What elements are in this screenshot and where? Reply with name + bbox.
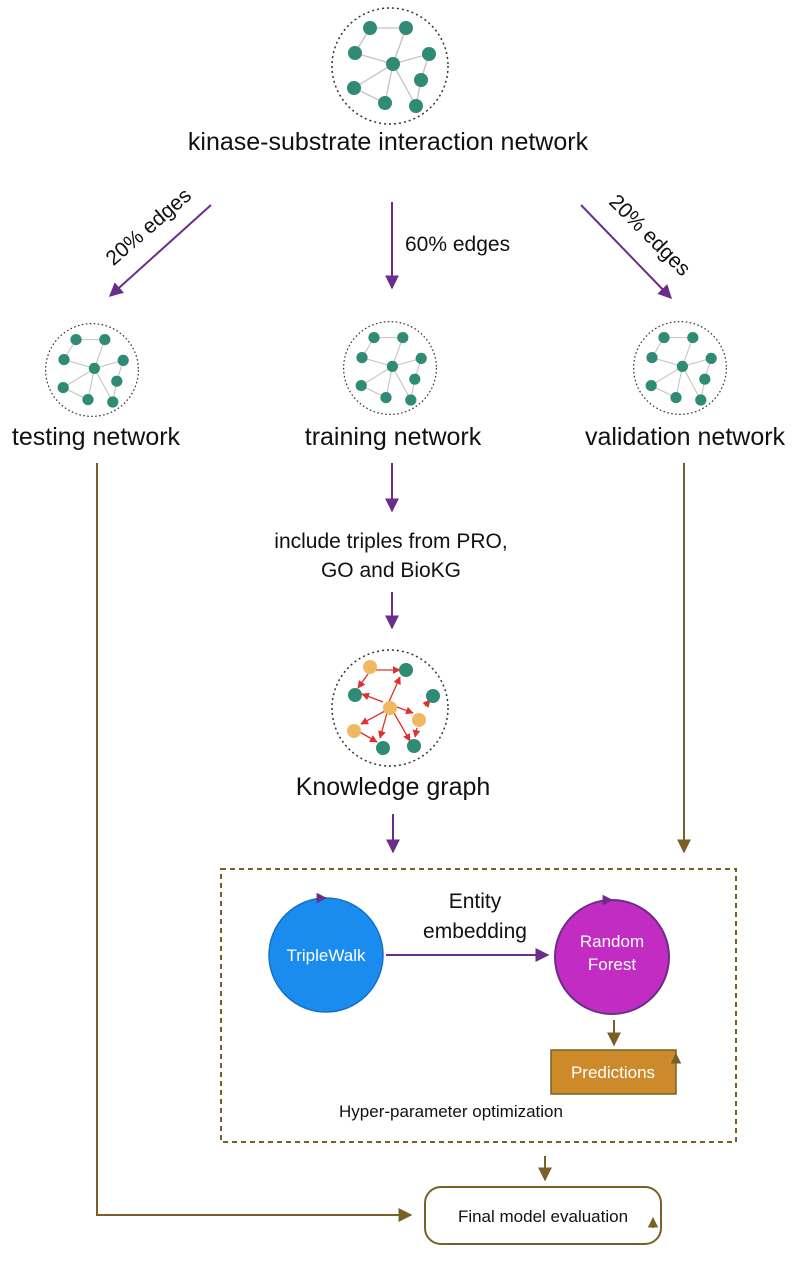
split-left-label: 20% edges — [102, 184, 196, 270]
knowledge-graph-label: Knowledge graph — [296, 773, 491, 801]
predictions-label: Predictions — [571, 1063, 655, 1082]
split-center-label: 60% edges — [405, 233, 510, 256]
split-right-label: 20% edges — [604, 190, 695, 281]
top-network-icon — [331, 7, 449, 125]
triplewalk-node — [268, 892, 384, 1013]
include-triples-line1: include triples from PRO, — [274, 530, 507, 553]
triplewalk-label: TripleWalk — [286, 946, 366, 965]
validation-network-icon — [632, 321, 728, 415]
random-forest-label-line2: Forest — [588, 955, 636, 974]
final-evaluation-box — [424, 1186, 662, 1245]
testing-network-label: testing network — [12, 423, 181, 451]
split-right-arrow — [580, 204, 672, 300]
hyperparameter-label: Hyper-parameter optimization — [339, 1102, 563, 1121]
include-triples-line2: GO and BioKG — [321, 559, 461, 582]
training-network-icon — [343, 321, 437, 415]
testing-network-icon — [44, 323, 139, 417]
embedding-label-line1: Entity — [449, 890, 502, 913]
testing-to-final-arrow — [96, 463, 413, 1222]
hyperparameter-box — [220, 868, 737, 1143]
final-evaluation-label: Final model evaluation — [458, 1207, 628, 1226]
split-left-arrow — [108, 204, 212, 297]
predictions-box — [550, 1049, 682, 1095]
embedding-label-line2: embedding — [423, 920, 527, 943]
random-forest-label-line1: Random — [580, 932, 644, 951]
validation-network-label: validation network — [585, 423, 786, 451]
random-forest-node — [554, 894, 670, 1015]
training-network-label: training network — [305, 423, 482, 451]
knowledge-graph-icon — [331, 649, 449, 767]
top-network-label: kinase-substrate interaction network — [188, 128, 589, 156]
